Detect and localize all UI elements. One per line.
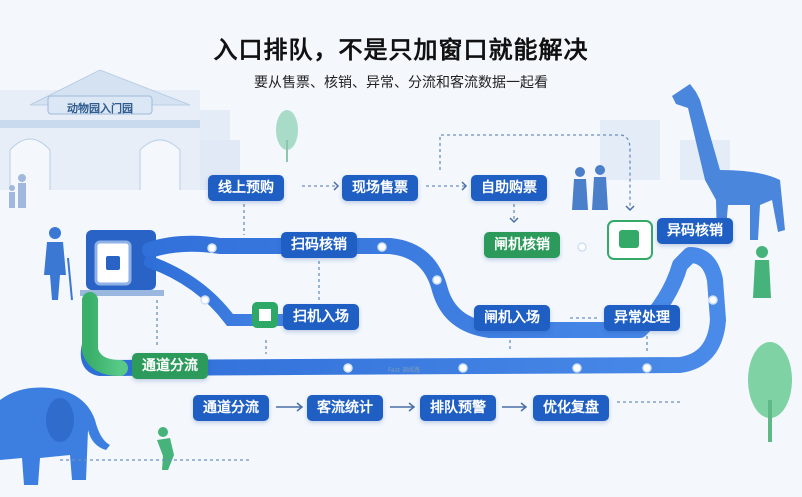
node-abnormal-verify: 异码核销 <box>657 218 733 244</box>
scan-machine-icon <box>252 302 278 328</box>
tree-small-top <box>276 110 298 162</box>
gate-machine-icon <box>607 220 653 260</box>
node-gate-enter: 闸机入场 <box>474 305 550 331</box>
family-illustration <box>9 174 26 208</box>
node-scan-enter: 扫机入场 <box>283 304 359 330</box>
node-channel-divert-left: 通道分流 <box>132 353 208 379</box>
node-optimize-review: 优化复盘 <box>533 395 609 421</box>
node-channel-divert: 通道分流 <box>193 395 269 421</box>
running-child <box>157 427 174 470</box>
page-subtitle: 要从售票、核销、异常、分流和客流数据一起看 <box>254 75 548 91</box>
node-self-ticket: 自助购票 <box>471 175 547 201</box>
person-with-cane <box>44 227 73 301</box>
node-scan-verify: 扫码核销 <box>281 232 357 258</box>
node-flow-stats: 客流统计 <box>307 395 383 421</box>
flow-connectors <box>60 134 680 461</box>
main-track-green <box>82 292 128 376</box>
couple-illustration <box>572 165 608 210</box>
city-skyline <box>160 110 730 180</box>
elephant-illustration <box>0 387 110 485</box>
track-caption: Fast 调线路 <box>388 367 420 374</box>
zoo-gate-sign: 动物园入门园 <box>67 102 133 115</box>
ticket-kiosk-illustration <box>80 230 164 296</box>
main-track-blue <box>80 235 726 376</box>
flow-arrows <box>276 181 635 412</box>
giraffe-illustration <box>672 84 785 240</box>
node-online-booking: 线上预购 <box>208 175 284 201</box>
node-onsite-ticket: 现场售票 <box>342 175 418 201</box>
child-with-balloon <box>753 246 771 298</box>
node-exception: 异常处理 <box>604 305 680 331</box>
node-queue-alert: 排队预警 <box>420 395 496 421</box>
track-dots <box>200 242 718 373</box>
main-track-blue-branch <box>144 256 326 326</box>
tree-right <box>748 342 792 442</box>
node-gate-verify: 闸机核销 <box>484 232 560 258</box>
page-title: 入口排队，不是只加窗口就能解决 <box>213 36 589 64</box>
